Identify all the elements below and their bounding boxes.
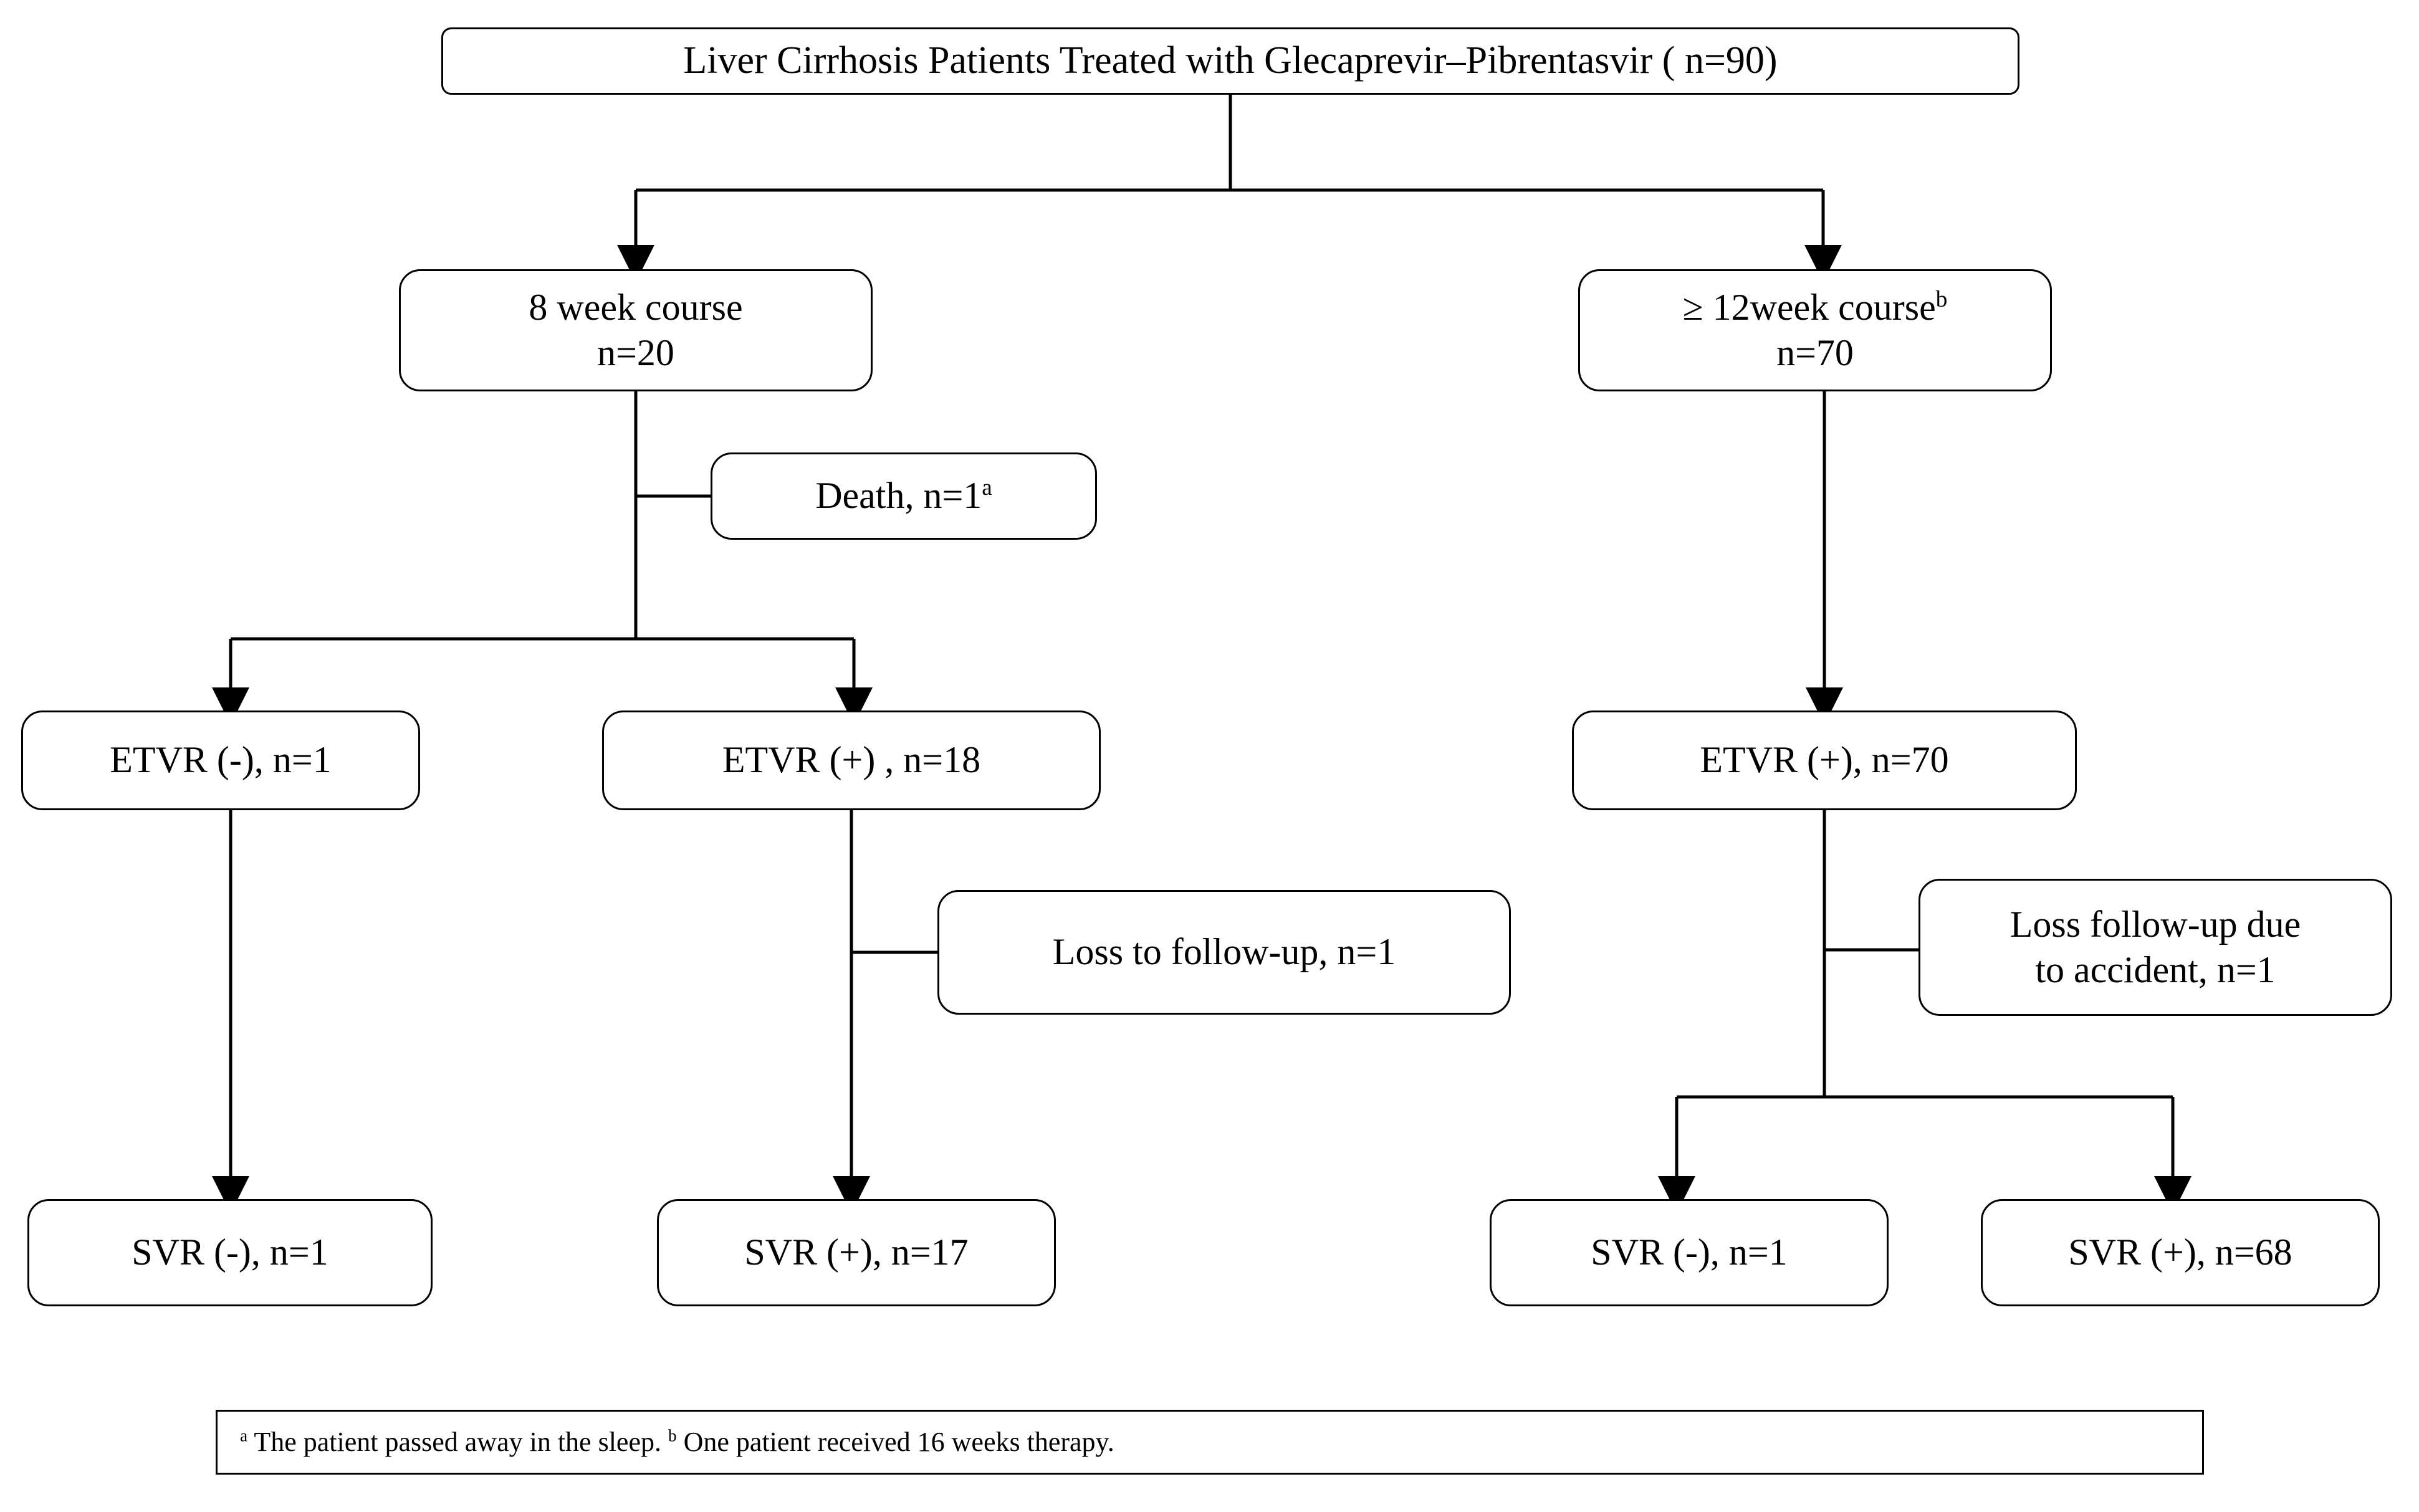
node-etvr-positive-8week: ETVR (+) , n=18 [602, 711, 1101, 810]
footnote-marker-a: a [240, 1426, 248, 1445]
node-death: Death, n=1a [711, 452, 1097, 540]
node-loss-followup-accident-12week: Loss follow-up due to accident, n=1 [1918, 879, 2392, 1016]
loss-mid-text: Loss to follow-up, n=1 [1052, 931, 1396, 973]
node-12-week-course: ≥ 12week courseb n=70 [1578, 269, 2052, 391]
course-right-line2: n=70 [1776, 332, 1854, 373]
title-text: Liver Cirrhosis Patients Treated with Gl… [683, 39, 1778, 82]
node-8-week-course: 8 week course n=20 [399, 269, 873, 391]
footnote-line: a The patient passed away in the sleep. … [240, 1425, 1114, 1459]
etvr-pos-right-text: ETVR (+), n=70 [1700, 739, 1949, 781]
node-etvr-positive-12week: ETVR (+), n=70 [1572, 711, 2077, 810]
death-text: Death, n=1 [815, 475, 982, 517]
svr-neg-left-text: SVR (-), n=1 [132, 1232, 328, 1273]
node-svr-negative-8week: SVR (-), n=1 [27, 1199, 433, 1306]
node-svr-positive-12week: SVR (+), n=68 [1981, 1199, 2380, 1306]
node-footnote-box: a The patient passed away in the sleep. … [216, 1410, 2204, 1475]
course-right-line1-text: ≥ 12week course [1682, 286, 1936, 328]
node-etvr-negative-8week: ETVR (-), n=1 [21, 711, 420, 810]
footnote-text-b: One patient received 16 weeks therapy. [676, 1427, 1114, 1458]
death-line: Death, n=1a [815, 473, 992, 519]
loss-right-line2: to accident, n=1 [2035, 949, 2276, 990]
svr-pos-mid-text: SVR (+), n=17 [744, 1232, 969, 1273]
node-svr-positive-8week: SVR (+), n=17 [657, 1199, 1056, 1306]
svr-neg-right-text: SVR (-), n=1 [1591, 1232, 1788, 1273]
node-svr-negative-12week: SVR (-), n=1 [1490, 1199, 1889, 1306]
course-left-line2: n=20 [597, 332, 674, 373]
etvr-neg-left-text: ETVR (-), n=1 [110, 739, 332, 781]
node-title-box: Liver Cirrhosis Patients Treated with Gl… [441, 27, 2019, 95]
node-loss-to-followup-8week: Loss to follow-up, n=1 [937, 890, 1511, 1015]
death-footnote-marker: a [982, 475, 992, 501]
course-right-line1: ≥ 12week courseb [1683, 285, 1948, 330]
footnote-text-a: The patient passed away in the sleep. [247, 1427, 668, 1458]
etvr-pos-mid-text: ETVR (+) , n=18 [722, 739, 981, 781]
svr-pos-right-text: SVR (+), n=68 [2068, 1232, 2292, 1273]
course-right-footnote-marker: b [1935, 286, 1948, 312]
course-left-line1: 8 week course [529, 286, 743, 328]
loss-right-line1: Loss follow-up due [2009, 903, 2301, 945]
footnote-marker-b: b [668, 1426, 677, 1445]
